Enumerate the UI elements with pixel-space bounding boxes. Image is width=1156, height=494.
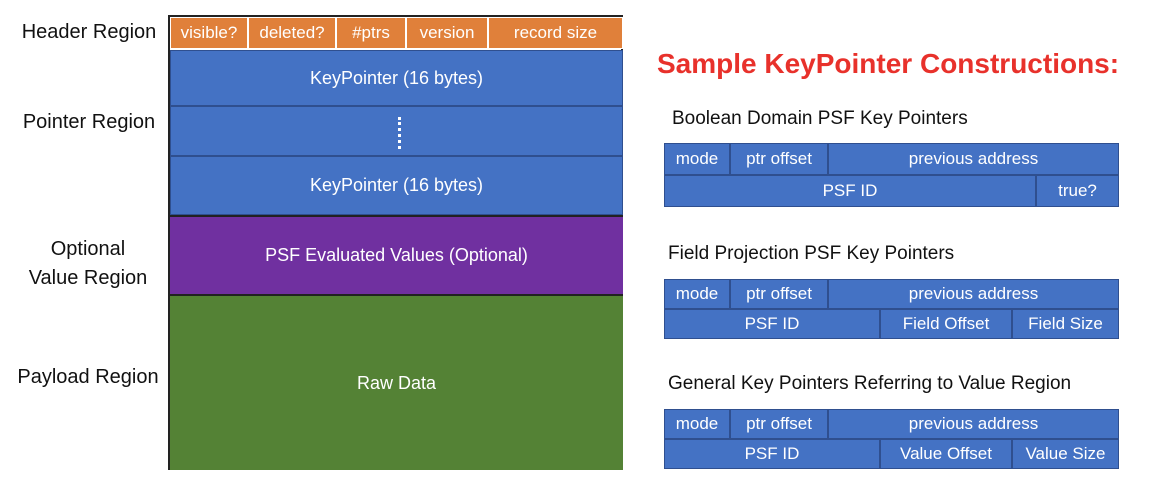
field-offset: Field Offset [880, 309, 1012, 339]
header-field-visible: visible? [170, 17, 248, 49]
general-mode: mode [664, 409, 730, 439]
header-field-record-size: record size [488, 17, 623, 49]
header-region-label: Header Region [21, 21, 157, 43]
header-field-deleted: deleted? [248, 17, 336, 49]
field-size: Field Size [1012, 309, 1119, 339]
header-field-ptrs: #ptrs [336, 17, 406, 49]
record-diagram: visible? deleted? #ptrs version record s… [168, 15, 623, 470]
boolean-ptr-offset: ptr offset [730, 143, 828, 175]
field-ptr-offset: ptr offset [730, 279, 828, 309]
field-keypointer: mode ptr offset previous address PSF ID … [664, 279, 1119, 339]
boolean-psf-id: PSF ID [664, 175, 1036, 207]
general-previous-address: previous address [828, 409, 1119, 439]
general-keypointer: mode ptr offset previous address PSF ID … [664, 409, 1119, 469]
raw-data-region: Raw Data [170, 296, 623, 470]
field-previous-address: previous address [828, 279, 1119, 309]
optional-region-label-line1: Optional [50, 238, 126, 260]
boolean-heading: Boolean Domain PSF Key Pointers [672, 108, 968, 129]
field-psf-id: PSF ID [664, 309, 880, 339]
general-heading: General Key Pointers Referring to Value … [668, 373, 1072, 394]
general-value-size: Value Size [1012, 439, 1119, 469]
boolean-previous-address: previous address [828, 143, 1119, 175]
general-value-offset: Value Offset [880, 439, 1012, 469]
keypointer-last: KeyPointer (16 bytes) [170, 156, 623, 215]
boolean-true: true? [1036, 175, 1119, 207]
samples-title: Sample KeyPointer Constructions: [657, 48, 1120, 79]
field-heading: Field Projection PSF Key Pointers [668, 243, 955, 264]
boolean-mode: mode [664, 143, 730, 175]
field-mode: mode [664, 279, 730, 309]
keypointer-ellipsis [170, 106, 623, 156]
vertical-dots-icon [398, 117, 404, 149]
boolean-keypointer: mode ptr offset previous address PSF ID … [664, 143, 1119, 207]
header-field-version: version [406, 17, 488, 49]
general-psf-id: PSF ID [664, 439, 880, 469]
general-ptr-offset: ptr offset [730, 409, 828, 439]
pointer-region-label: Pointer Region [22, 111, 156, 133]
keypointer-first: KeyPointer (16 bytes) [170, 50, 623, 106]
payload-region-label: Payload Region [17, 366, 159, 388]
optional-region-label-line2: Value Region [28, 267, 148, 289]
psf-values-region: PSF Evaluated Values (Optional) [170, 215, 623, 296]
